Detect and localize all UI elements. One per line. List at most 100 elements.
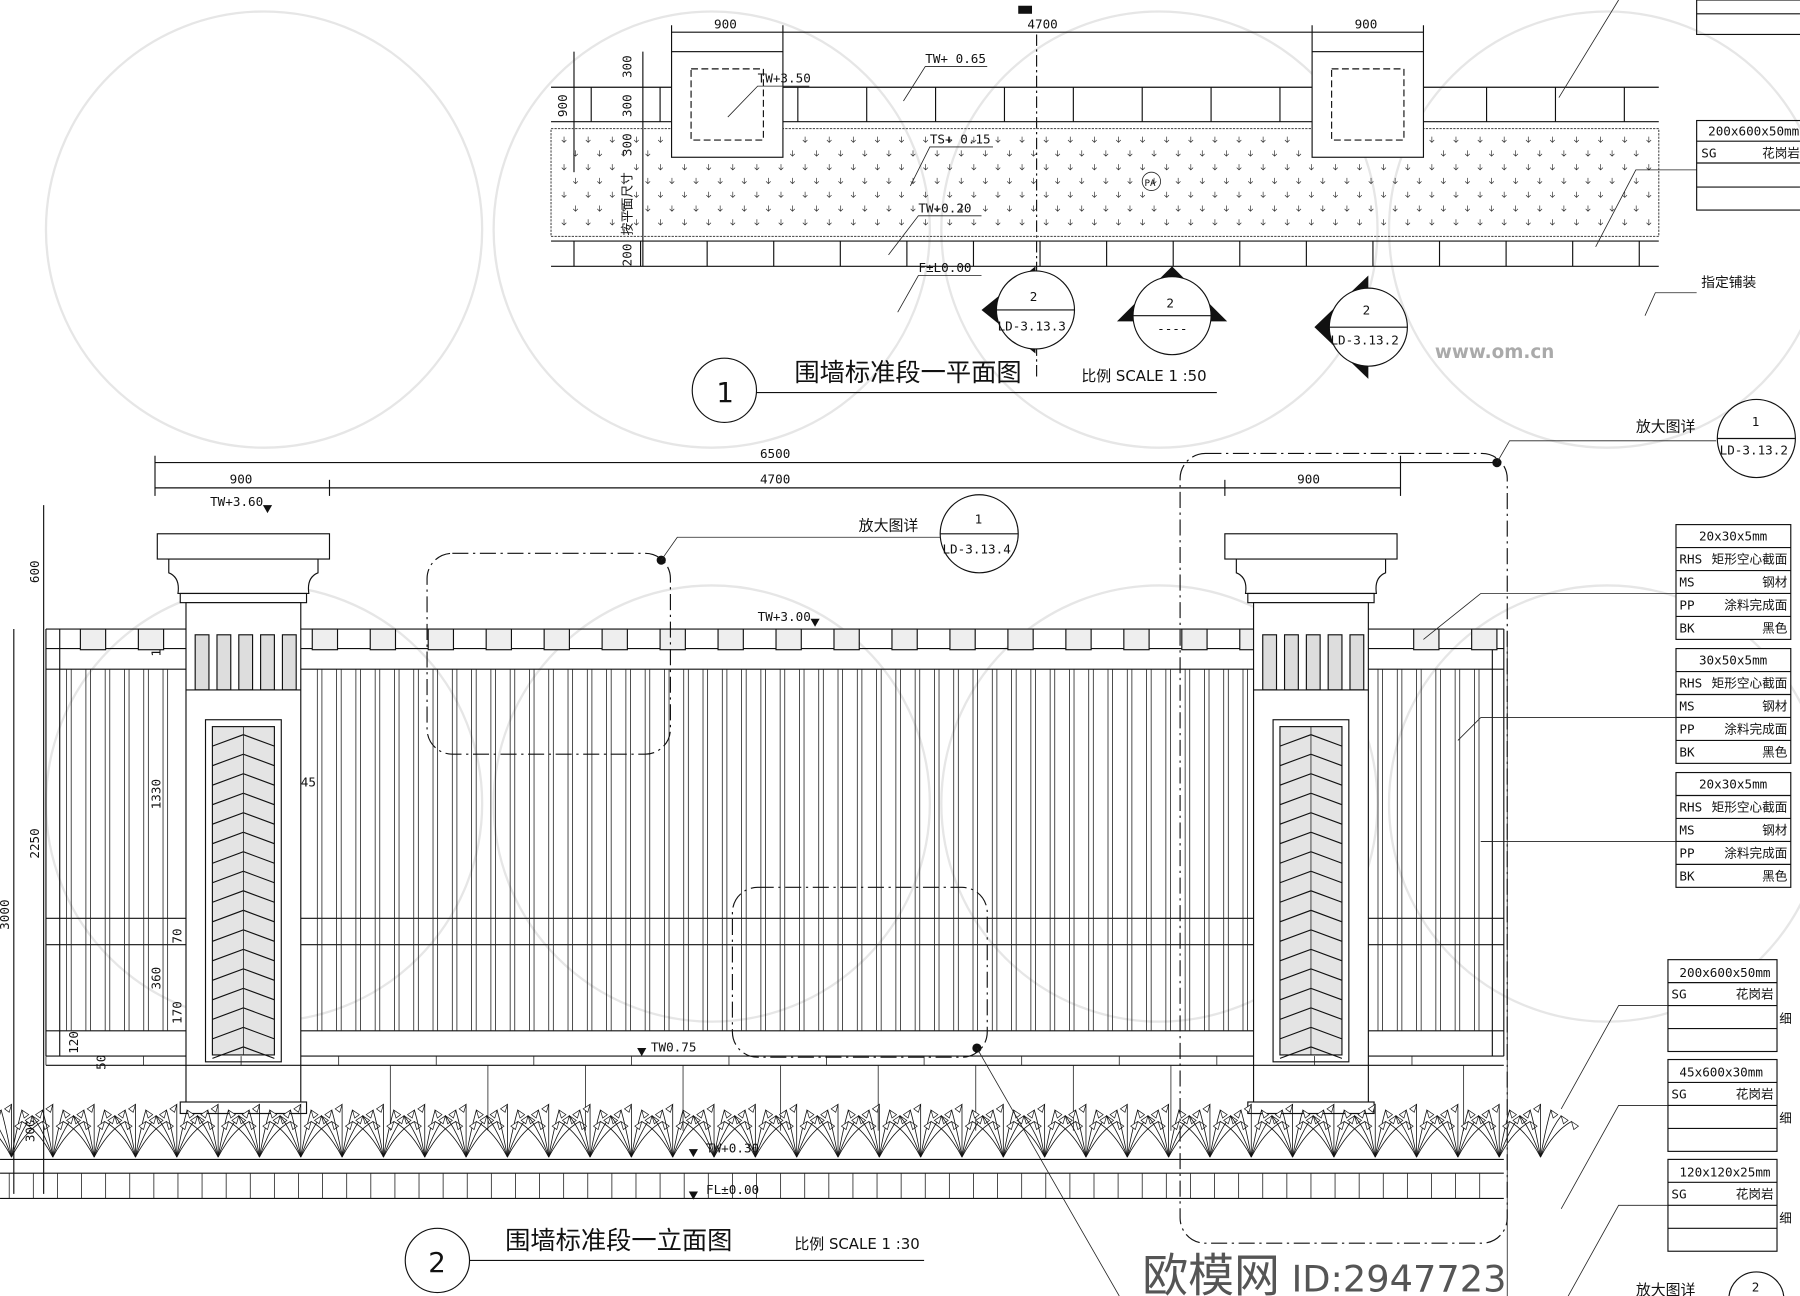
- pillar-stripe: [216, 634, 232, 691]
- hatch-mark: [1260, 191, 1266, 198]
- callout-num: 1: [1752, 414, 1760, 429]
- hatch-mark: [1164, 164, 1170, 171]
- hatch-mark: [657, 191, 664, 198]
- hatch-mark: [1175, 150, 1181, 157]
- hatch-mark: [1067, 191, 1073, 198]
- section-marker[interactable]: 2 ----: [1116, 266, 1228, 356]
- stone-cap: [1471, 628, 1498, 651]
- hatch-mark: [706, 164, 712, 171]
- plan-dim-300: 300: [619, 133, 634, 156]
- hatch-mark: [1260, 219, 1266, 226]
- hatch-mark: [1236, 136, 1242, 143]
- tag-note: 细: [1779, 1011, 1792, 1026]
- shrub: [1378, 1103, 1456, 1158]
- pillar-stripe: [1349, 634, 1365, 691]
- hatch-mark: [995, 136, 1001, 143]
- hatch-mark: [609, 164, 615, 171]
- id-watermark: 欧模网 ID:2947723: [1142, 1248, 1506, 1296]
- hatch-mark: [1513, 205, 1519, 212]
- hatch-mark: [657, 164, 664, 171]
- hatch-mark: [1622, 219, 1628, 226]
- pillar-stripe: [1327, 634, 1343, 691]
- hatch-mark: [982, 205, 988, 212]
- hatch-mark: [1344, 177, 1350, 185]
- tag-code: BK: [1679, 621, 1695, 636]
- hatch-mark: [874, 136, 880, 143]
- hatch-mark: [1103, 205, 1109, 212]
- hatch-mark: [850, 136, 856, 143]
- hatch-mark: [1357, 219, 1363, 226]
- detail-callout[interactable]: 放大图详 1 LD-3.13.2: [1636, 398, 1796, 479]
- hatch-mark: [958, 177, 964, 185]
- hatch-mark: [706, 219, 712, 226]
- hatch-mark: [1646, 191, 1652, 198]
- hatch-mark: [1308, 219, 1314, 226]
- hatch-mark: [1031, 177, 1037, 185]
- elev-level-planter: TW+0.30: [706, 1141, 759, 1156]
- stone-cap: [79, 628, 107, 651]
- hatch-mark: [1247, 150, 1254, 157]
- hatch-mark: [1079, 177, 1085, 185]
- shrub: [303, 1103, 381, 1158]
- pillar-plan-left: [670, 51, 784, 158]
- hatch-mark: [597, 177, 603, 185]
- hatch-mark: [838, 177, 844, 185]
- hatch-mark: [633, 136, 639, 143]
- hatch-mark: [814, 150, 820, 157]
- hatch-mark: [1537, 177, 1543, 185]
- watermark-id: ID:2947723: [1291, 1257, 1506, 1296]
- section-marker[interactable]: 2 LD-3.13.3: [981, 266, 1076, 354]
- hatch-mark: [850, 219, 856, 226]
- pillars: [156, 533, 1398, 1115]
- hatch-mark: [1429, 219, 1435, 226]
- hatch-mark: [765, 177, 771, 185]
- hatch-mark: [609, 219, 615, 226]
- hatch-mark: [657, 219, 664, 226]
- hatch-mark: [682, 219, 688, 226]
- hatch-mark: [1296, 205, 1302, 212]
- pillar-moulding: [168, 558, 319, 595]
- hatch-mark: [1260, 164, 1266, 171]
- shrub: [634, 1103, 712, 1158]
- hatch-mark: [754, 191, 760, 198]
- hatch-mark: [1440, 150, 1446, 157]
- watermark-arc: [492, 10, 931, 449]
- tag-desc: 矩形空心截面: [1712, 800, 1788, 815]
- hatch-mark: [1164, 191, 1170, 198]
- hatch-mark: [1646, 219, 1652, 226]
- hatch-mark: [1440, 205, 1446, 212]
- stone-cap: [717, 628, 744, 651]
- hatch-mark: [633, 191, 639, 198]
- tag-desc: 钢材: [1762, 699, 1788, 714]
- elev-dim-45: 45: [301, 774, 316, 789]
- callout-ref: LD-3.13.4: [942, 541, 1010, 556]
- hatch-mark: [826, 164, 832, 171]
- shrub: [1295, 1103, 1373, 1158]
- tag-name: 花岗岩: [1736, 1186, 1774, 1201]
- hatch-mark: [789, 177, 796, 185]
- hatch-mark: [1598, 219, 1604, 226]
- hatch-mark: [923, 164, 929, 171]
- hatch-mark: [874, 164, 880, 171]
- hatch-mark: [765, 205, 771, 212]
- hatch-mark: [898, 164, 905, 171]
- hatch-mark: [958, 205, 964, 212]
- detail-callout[interactable]: 放大图详 2: [1636, 1271, 1785, 1296]
- hatch-mark: [1429, 164, 1435, 171]
- detail-callout[interactable]: 放大图详 1 LD-3.13.4: [859, 494, 1019, 574]
- hatch-mark: [1212, 136, 1218, 143]
- tag-code: PP: [1679, 598, 1695, 613]
- pillar-moulding: [1235, 558, 1387, 595]
- watermark-arc: [492, 584, 931, 1023]
- hatch-mark: [1236, 191, 1242, 198]
- tag-code: SG: [1671, 987, 1686, 1002]
- hatch-mark: [609, 136, 615, 143]
- hatch-mark: [1489, 177, 1495, 185]
- section-marker[interactable]: 2 LD-3.13.2: [1314, 275, 1408, 379]
- shrub: [799, 1103, 877, 1158]
- watermark-site: www.om.cn: [1435, 342, 1554, 363]
- plan-view: 900 4700 900 900 300 300 300 按平面尺寸 200 T…: [550, 0, 1800, 424]
- hatch-mark: [1573, 164, 1580, 171]
